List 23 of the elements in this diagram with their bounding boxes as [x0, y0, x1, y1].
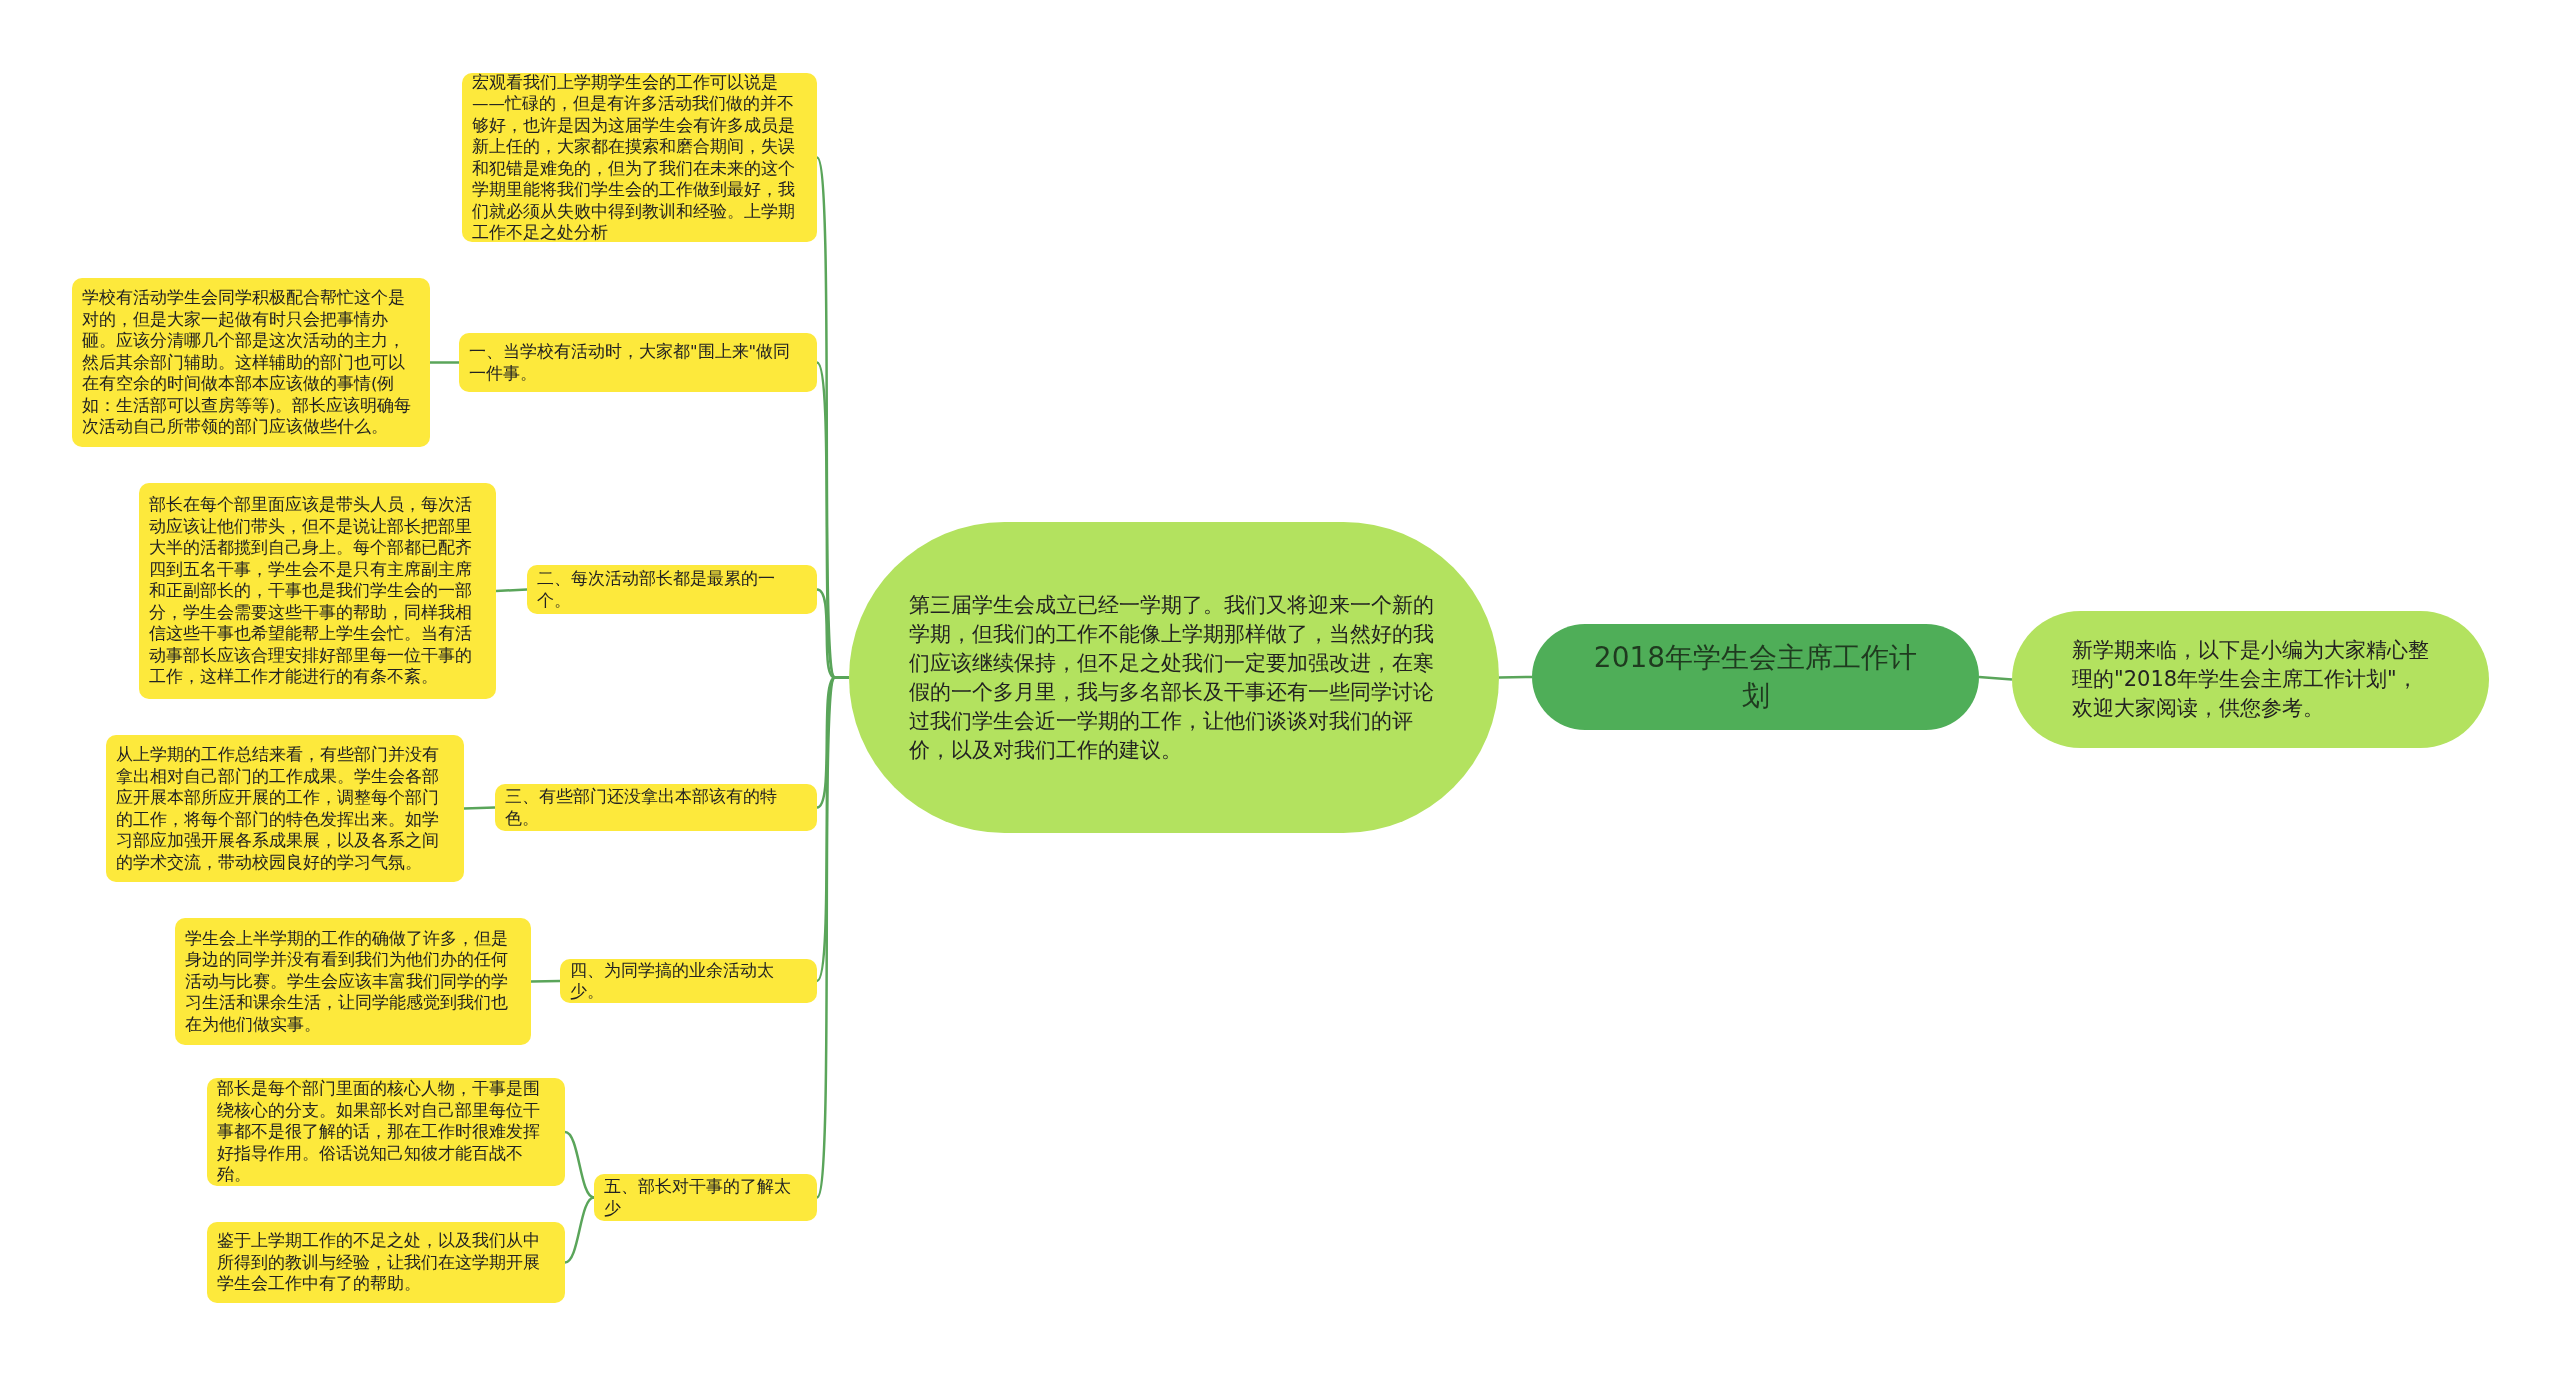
topic-label: 三、有些部门还没拿出本部该有的特色。	[495, 784, 817, 831]
note-box: 从上学期的工作总结来看，有些部门并没有拿出相对自己部门的工作成果。学生会各部应开展本部所应开展的工作，调整每个部门的工作，将每个部门的特色发挥出来。如学习部应加强开展各系成果展，以及各系之间的学术交流，带动校园良好的学习气氛。	[106, 735, 464, 882]
connector-line	[1499, 675, 1532, 679]
note-box: 学校有活动学生会同学积极配合帮忙这个是对的，但是大家一起做有时只会把事情办砸。应该分清哪几个部是这次活动的主力，然后其余部门辅助。这样辅助的部门也可以在有空余的时间做本部本应该做的事情(例如：生活部可以查房等等)。部长应该明确每次活动自己所带领的部门应该做些什么。	[72, 278, 430, 447]
note-box: 部长是每个部门里面的核心人物，干事是围绕核心的分支。如果部长对自己部里每位干事都不是很了解的话，那在工作时很难发挥好指导作用。俗话说知己知彼才能百战不殆。	[207, 1078, 565, 1186]
connector-line	[463, 806, 496, 810]
connector-line	[430, 361, 459, 364]
topic-label: 四、为同学搞的业余活动太少。	[560, 959, 817, 1003]
note-box: 鉴于上学期工作的不足之处，以及我们从中所得到的教训与经验，让我们在这学期开展学生会工作中有了的帮助。	[207, 1222, 565, 1303]
note-box: 宏观看我们上学期学生会的工作可以说是——忙碌的，但是有许多活动我们做的并不够好，也许是因为这届学生会有许多成员是新上任的，大家都在摸索和磨合期间，失误和犯错是难免的，但为了我们在未来的这个学期里能将我们学生会的工作做到最好，我们就必须从失败中得到教训和经验。上学期工作不足之处分析	[462, 73, 817, 242]
title-box: 2018年学生会主席工作计划	[1532, 624, 1979, 730]
topic-label: 五、部长对干事的了解太少	[594, 1174, 817, 1221]
connector-line	[495, 588, 528, 593]
connector-line	[564, 1196, 595, 1264]
note-box: 学生会上半学期的工作的确做了许多，但是身边的同学并没有看到我们为他们办的任何活动与比赛。学生会应该丰富我们同学的学习生活和课余生活，让同学能感觉到我们也在为他们做实事。	[175, 918, 531, 1045]
connector-line	[1978, 675, 2013, 681]
topic-label: 一、当学校有活动时，大家都"围上来"做同一件事。	[459, 333, 817, 392]
note-box: 部长在每个部里面应该是带头人员，每次活动应该让他们带头，但不是说让部长把部里大半的活都揽到自己身上。每个部都已配齐四到五名干事，学生会不是只有主席副主席和正副部长的，干事也是我们学生会的一部分，学生会需要这些干事的帮助，同样我相信这些干事也希望能帮上学生会忙。当有活动事部长应该合理安排好部里每一位干事的工作，这样工作才能进行的有条不紊。	[139, 483, 496, 699]
topic-label: 二、每次活动部长都是最累的一个。	[527, 565, 817, 614]
connector-line	[564, 1130, 595, 1199]
summary-box: 新学期来临，以下是小编为大家精心整理的"2018年学生会主席工作计划"，欢迎大家阅读，供您参考。	[2012, 611, 2489, 748]
connector-line	[530, 979, 561, 983]
topic-box: 第三届学生会成立已经一学期了。我们又将迎来一个新的学期，但我们的工作不能像上学期那样做了，当然好的我们应该继续保持，但不足之处我们一定要加强改进，在寒假的一个多月里，我与多名部长及干事还有一些同学讨论过我们学生会近一学期的工作，让他们谈谈对我们的评价，以及对我们工作的建议。	[849, 522, 1499, 833]
